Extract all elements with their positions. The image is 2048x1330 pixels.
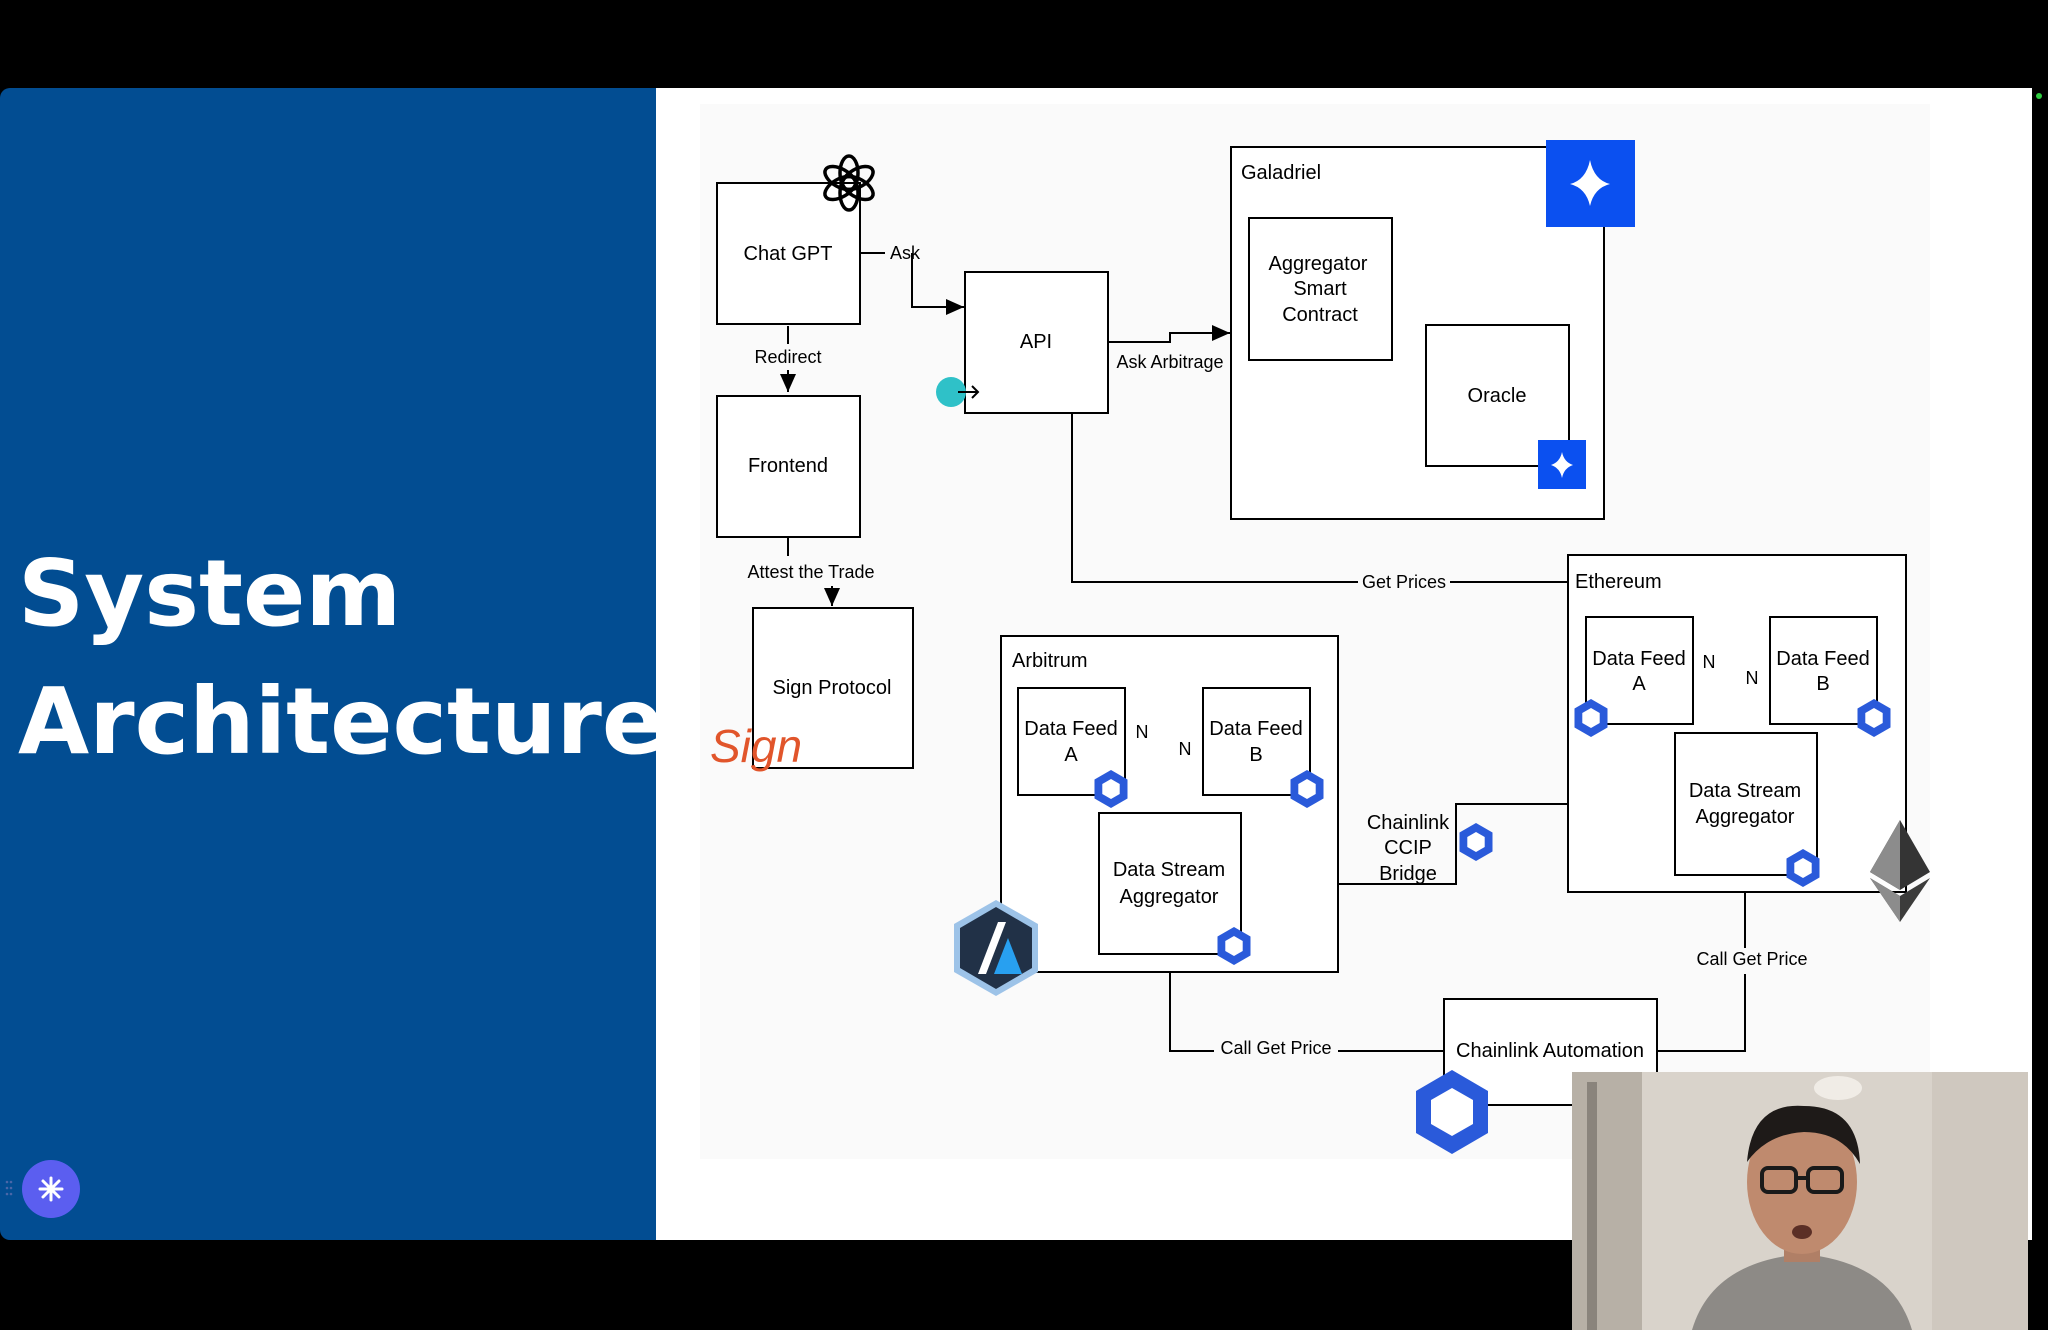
- oracle-label: Oracle: [1468, 385, 1527, 407]
- arb-data-feed-b-label-1: Data Feed: [1209, 718, 1302, 740]
- sign-protocol-box: [752, 607, 914, 769]
- arb-data-feed-a-label-1: Data Feed: [1024, 718, 1117, 740]
- arb-dsa-label-2: Aggregator: [1120, 886, 1219, 908]
- launcher-button[interactable]: [22, 1160, 80, 1218]
- frontend-box: [716, 395, 861, 538]
- chatgpt-box: [716, 182, 861, 325]
- oracle-box: [1425, 324, 1570, 467]
- eth-dsa-label-1: Data Stream: [1689, 780, 1801, 802]
- sign-logo-icon: Sign: [710, 720, 802, 772]
- edge-attest-label: Attest the Trade: [747, 562, 874, 582]
- edge-call-get-price-right-label: Call Get Price: [1696, 949, 1807, 969]
- chatgpt-label: Chat GPT: [744, 243, 833, 265]
- drag-handle-icon[interactable]: [4, 1178, 14, 1198]
- eth-dsa-box: [1674, 732, 1818, 876]
- edge-ask-arbitrage-label: Ask Arbitrage: [1116, 352, 1223, 372]
- arb-data-feed-a-label-2: A: [1064, 744, 1078, 766]
- arb-data-feed-b-box: [1202, 687, 1311, 796]
- top-black-bar: [0, 0, 2048, 88]
- edge-call-get-price-left-label: Call Get Price: [1220, 1038, 1331, 1058]
- edge-redirect-label: Redirect: [754, 347, 821, 367]
- eth-data-feed-a-label-1: Data Feed: [1592, 648, 1685, 670]
- chainlink-large-icon: [1416, 1070, 1488, 1154]
- arb-data-feed-b-label-2: B: [1249, 744, 1262, 766]
- architecture-diagram: Chat GPT API Frontend Sign Protocol Aggr…: [656, 88, 2032, 1240]
- openai-logo-icon: [823, 154, 875, 212]
- edge-n-eth-b: N: [1746, 668, 1759, 688]
- edge-n-arb-a: N: [1136, 722, 1149, 742]
- aggregator-label-2: Smart: [1293, 278, 1347, 300]
- aggregator-label-3: Contract: [1282, 304, 1358, 326]
- title-panel: System Architecture: [0, 88, 664, 1240]
- slide-title-line2: Architecture: [18, 668, 665, 775]
- cursor-pointer-icon: [936, 377, 980, 407]
- sign-protocol-label: Sign Protocol: [773, 677, 892, 699]
- api-box: [964, 271, 1109, 414]
- edge-n-arb-b: N: [1179, 739, 1192, 759]
- slide-title: System Architecture: [18, 530, 664, 786]
- galadriel-label: Galadriel: [1241, 162, 1321, 184]
- edge-n-eth-a: N: [1703, 652, 1716, 672]
- eth-data-feed-b-label-1: Data Feed: [1776, 648, 1869, 670]
- ethereum-label: Ethereum: [1575, 571, 1662, 593]
- arb-dsa-box: [1098, 812, 1242, 955]
- webcam-frame: [1572, 1072, 2028, 1330]
- arbitrum-logo-icon: [954, 900, 1038, 996]
- edge-get-prices-label: Get Prices: [1362, 572, 1446, 592]
- frontend-label: Frontend: [748, 455, 828, 477]
- eth-data-feed-b-label-2: B: [1816, 673, 1829, 695]
- asterisk-icon: [38, 1176, 64, 1202]
- ethereum-logo-icon: [1870, 820, 1930, 922]
- ccip-label-1: Chainlink: [1367, 812, 1450, 834]
- ccip-label-2: CCIP: [1384, 837, 1432, 859]
- eth-dsa-label-2: Aggregator: [1696, 806, 1795, 828]
- recording-indicator: [2036, 93, 2042, 99]
- aggregator-label-1: Aggregator: [1269, 253, 1368, 275]
- arb-dsa-label-1: Data Stream: [1113, 859, 1225, 881]
- slide-title-line1: System: [18, 540, 402, 647]
- api-label: API: [1020, 331, 1052, 353]
- edge-ask-label: Ask: [890, 243, 921, 263]
- diagram-slide: Chat GPT API Frontend Sign Protocol Aggr…: [656, 88, 2032, 1240]
- eth-data-feed-a-box: [1585, 616, 1694, 725]
- arbitrum-label: Arbitrum: [1012, 650, 1088, 672]
- eth-data-feed-a-label-2: A: [1632, 673, 1646, 695]
- galadriel-logo-icon: [1546, 140, 1635, 227]
- galadriel-small-logo-icon: [1538, 440, 1586, 489]
- eth-data-feed-b-box: [1769, 616, 1878, 725]
- chainlink-automation-label: Chainlink Automation: [1456, 1040, 1644, 1062]
- webcam-video: [1572, 1072, 2028, 1330]
- aggregator-box: [1248, 217, 1393, 361]
- ccip-label-3: Bridge: [1379, 863, 1437, 885]
